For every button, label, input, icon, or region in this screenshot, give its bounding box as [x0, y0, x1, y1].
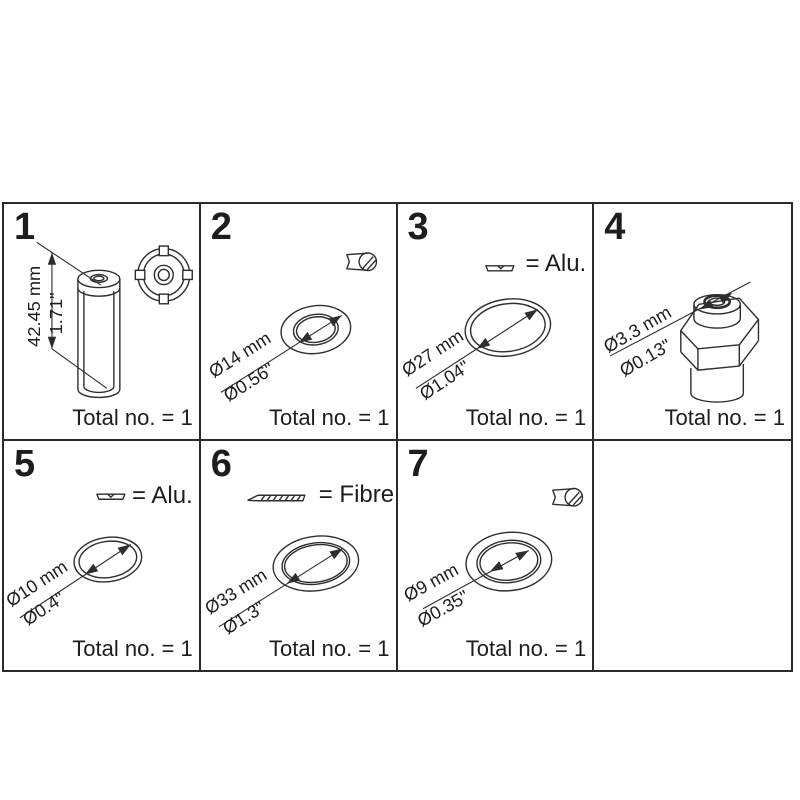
dimension-lines: [218, 548, 343, 628]
alu-gasket-icon: [484, 265, 515, 272]
dimension-lines: [422, 549, 529, 610]
part-number: 7: [407, 443, 429, 485]
part-cell-3: 3 Ø27 mm Ø1.04" = Alu. Tota: [397, 204, 595, 441]
part-number: 6: [210, 443, 232, 485]
material-label: = Alu.: [525, 250, 587, 277]
parts-table: 1 42.45 mm 1.71": [2, 202, 793, 672]
gasket-drawing: Ø9 mm Ø0.35": [400, 487, 583, 631]
part-number: 2: [210, 206, 232, 248]
dimension-lines: [415, 308, 538, 389]
fibre-gasket-icon: [246, 494, 306, 502]
part-cell-2: 2 Ø14 mm Ø0.5: [200, 204, 398, 441]
gasket-rings: [272, 535, 359, 592]
washer-rings: [280, 304, 352, 355]
total-count-label: Total no. = 1: [72, 405, 193, 430]
dim-mm-label: 42.45 mm: [24, 266, 44, 347]
total-count-label: Total no. = 1: [465, 636, 587, 661]
dim-inch-label: 1.71": [46, 292, 66, 334]
copper-gasket-cut-icon: [551, 487, 583, 507]
part-cell-1: 1 42.45 mm 1.71": [4, 204, 201, 441]
part-cell-6: 6 Ø33 mm Ø1.3" = Fibre: [201, 441, 398, 670]
gasket-rings: [464, 531, 552, 592]
total-count-label: Total no. = 1: [72, 636, 193, 661]
material-label: = Fibre: [318, 481, 395, 508]
dimension-lines: [220, 314, 342, 393]
dimension-lines: [19, 543, 132, 619]
pin-side-view: [77, 269, 121, 399]
pin-top-view: [134, 245, 193, 305]
part-number: 1: [14, 206, 35, 248]
washer-drawing: Ø14 mm Ø0.56": [205, 252, 377, 406]
part-cell-8-empty: [594, 441, 791, 670]
part-cell-5: 5 Ø10 mm Ø0.4" = Alu. Total: [4, 441, 201, 670]
part-number: 3: [407, 206, 429, 248]
gasket-rings: [463, 298, 551, 358]
part-cell-7: 7 Ø9 mm Ø0.35: [398, 441, 595, 670]
total-count-label: Total no. = 1: [664, 405, 785, 430]
gasket-drawing: Ø27 mm Ø1.04": [398, 265, 551, 404]
pin-drawing: 42.45 mm 1.71": [24, 242, 193, 399]
part-number: 4: [604, 206, 625, 248]
part-cell-4: 4: [594, 204, 791, 441]
gasket-drawing: Ø33 mm Ø1.3": [201, 494, 359, 638]
copper-gasket-cut-icon: [345, 252, 377, 272]
total-count-label: Total no. = 1: [465, 405, 587, 430]
total-count-label: Total no. = 1: [269, 405, 390, 430]
hex-plug-body: [680, 293, 760, 403]
part-number: 5: [14, 443, 35, 485]
hex-plug-drawing: Ø3.3 mm Ø0.13": [600, 281, 760, 403]
total-count-label: Total no. = 1: [269, 636, 390, 661]
gasket-rings: [73, 536, 143, 583]
alu-gasket-icon: [96, 493, 126, 500]
gasket-drawing: Ø10 mm Ø0.4": [4, 493, 143, 630]
material-label: = Alu.: [132, 482, 193, 509]
